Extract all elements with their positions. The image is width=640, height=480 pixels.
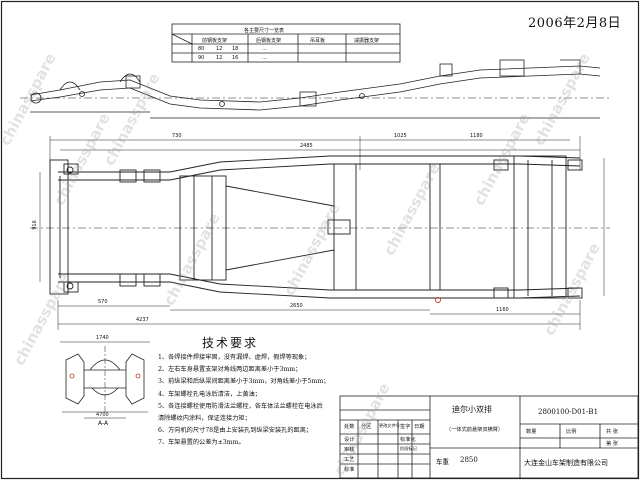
title-block-label: 更改文件号 xyxy=(379,423,400,428)
top-table-col-3: 吊耳板 xyxy=(310,38,326,44)
top-table-grid xyxy=(171,23,401,63)
top-table-col-1: 前钢板支架 xyxy=(202,38,228,44)
title-block-label: 处数 xyxy=(344,424,355,430)
dimension-label: 2485 xyxy=(300,143,313,149)
title-block-label: 日期 xyxy=(414,424,425,430)
tech-requirements-list: 1、各焊接件焊接牢固，没有漏焊、虚焊，假焊等现象； 2、左右车身悬置支架对角线两… xyxy=(158,352,338,450)
dimension-label: 4237 xyxy=(136,317,149,323)
top-table-title: 各主要尺寸一览表 xyxy=(244,28,285,34)
dimension-label: 1025 xyxy=(394,133,407,139)
title-block-label: 数量 xyxy=(526,429,537,435)
dimension-label: 1160 xyxy=(496,307,509,313)
top-table-cell: 12 xyxy=(216,46,223,52)
dimension-label: 570 xyxy=(98,299,108,305)
top-table-cell: 18 xyxy=(232,46,239,52)
tech-requirement-item: 清除螺纹内涂料，保证连接力矩； xyxy=(158,415,251,423)
dimension-label: 1180 xyxy=(470,133,483,139)
top-table-cell: 80 xyxy=(198,46,205,52)
tech-requirement-item: 3、前纵梁和后纵梁间距离差小于3mm，对角线差小于5mm； xyxy=(158,378,330,386)
dimension-label: 2650 xyxy=(290,303,303,309)
tech-requirement-item: 2、左右车身悬置支架对角线两边距离差小于3mm； xyxy=(158,366,302,374)
dimension-label: 730 xyxy=(172,133,182,139)
title-block-label: 审核 xyxy=(344,447,355,453)
title-block-grid xyxy=(339,395,639,479)
dimension-label: 1740 xyxy=(96,335,109,341)
top-table-cell: 12 xyxy=(216,55,223,61)
top-table-cell: 90 xyxy=(198,55,205,61)
tech-requirement-item: 4、车架螺栓孔电泳后清洁，上黄油； xyxy=(158,390,261,398)
tech-requirements-title: 技术要求 xyxy=(202,336,259,350)
tech-requirement-item: 5、各连接螺栓使用防滑法兰螺栓，各车体法兰螺栓在电泳后 xyxy=(158,402,323,410)
title-block-label: 比例 xyxy=(566,429,577,435)
bottom-dimensions xyxy=(57,300,581,330)
section-view xyxy=(60,341,150,419)
dimension-label: 4700 xyxy=(96,412,109,418)
side-view xyxy=(20,59,612,119)
plan-view xyxy=(30,155,610,303)
dimension-label: 916 xyxy=(31,220,38,230)
drawing-date: 2006年2月8日 xyxy=(528,16,622,31)
title-block-label: 设计 xyxy=(344,437,355,443)
top-table-cell: ... xyxy=(262,46,267,52)
product-subtitle: （一体式前悬架双横臂） xyxy=(446,427,504,433)
top-dimensions xyxy=(49,136,581,180)
title-block-label: 分区 xyxy=(361,424,372,430)
weight-label: 车重 xyxy=(436,458,449,466)
title-block-label: 签字 xyxy=(400,424,411,430)
drawing-number: 2800100-D01-B1 xyxy=(538,408,599,416)
top-table-col-2: 后钢板支架 xyxy=(256,38,282,44)
title-block-label: 标准 xyxy=(344,467,355,473)
title-block-label: 标准化 xyxy=(400,437,416,443)
tech-requirement-item: 7、车架悬置的公差为±3mm。 xyxy=(158,439,245,447)
title-block-label: 阶段标记 xyxy=(400,446,417,451)
title-block-label: 第 张 xyxy=(606,441,619,447)
tech-requirement-item: 6、方向机的尺寸78是由上安装孔到纵梁安装孔的距离； xyxy=(158,427,313,435)
title-block-label: 工艺 xyxy=(344,457,355,463)
top-table-col-4: 减振器支架 xyxy=(354,38,380,44)
title-block-label: 共 张 xyxy=(606,429,619,435)
top-table-cell: 16 xyxy=(232,55,239,61)
top-table-cell: ... xyxy=(262,55,267,61)
section-label: A-A xyxy=(98,420,109,427)
product-name: 迪尔小双排 xyxy=(452,405,492,414)
weight-value: 2850 xyxy=(460,456,478,464)
company-name: 大连金山车架制造有限公司 xyxy=(524,459,608,467)
tech-requirement-item: 1、各焊接件焊接牢固，没有漏焊、虚焊，假焊等现象； xyxy=(158,354,311,361)
